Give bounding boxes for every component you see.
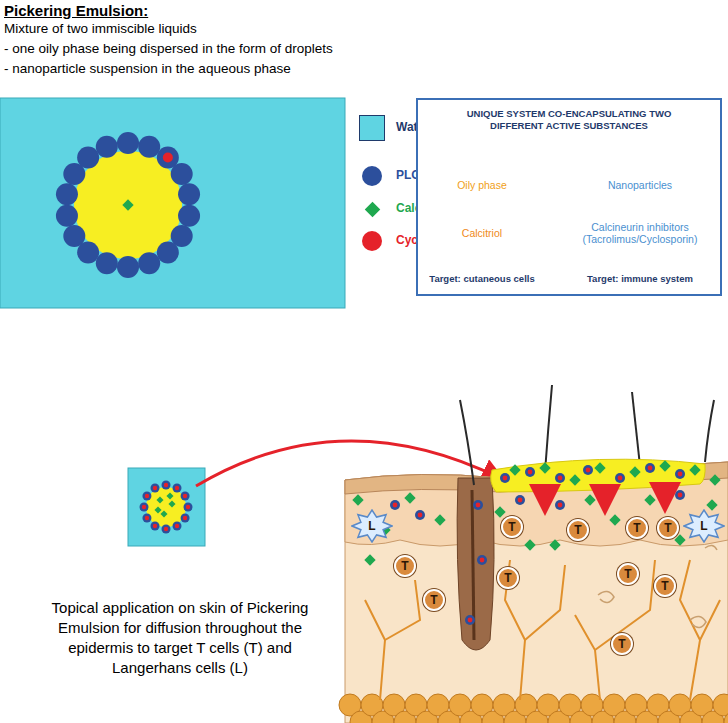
t-cell: T — [497, 567, 519, 589]
cell-letter: T — [430, 594, 437, 606]
flow-item: Oily phase — [455, 178, 509, 192]
description-line: Mixture of two immiscible liquids — [4, 21, 197, 36]
emulsion-layer — [491, 459, 705, 492]
cell-letter: T — [633, 522, 640, 534]
nanoparticle-ring-small — [140, 481, 193, 534]
dermis — [345, 462, 728, 723]
t-cell: T — [654, 575, 676, 597]
oil-droplet-small — [146, 487, 186, 527]
diffusion-arrows — [545, 486, 665, 508]
langerhans-cell: L — [683, 509, 725, 543]
t-cell: T — [567, 519, 589, 541]
cell-letter: T — [661, 580, 668, 592]
cell-letter: T — [618, 638, 625, 650]
legend-swatch — [364, 201, 380, 217]
fat-layer — [339, 694, 728, 723]
nerve-curls — [598, 545, 717, 627]
cell-letter: T — [401, 560, 408, 572]
flow-item: Target: cutaneous cells — [427, 272, 536, 286]
cell-letter: T — [574, 524, 581, 536]
water-panel — [0, 98, 345, 308]
water-panel-small — [128, 468, 205, 546]
caption-text: Topical application on skin of Pickering… — [30, 598, 330, 678]
active-particles — [352, 460, 720, 625]
flow-text: Oily phase — [457, 179, 507, 191]
t-cell: T — [394, 555, 416, 577]
hair-follicle — [457, 478, 494, 650]
flow-item: Target: immune system — [585, 272, 695, 286]
flow-text: Target: immune system — [587, 273, 693, 285]
cell-letter: L — [368, 520, 375, 532]
flow-text: Calcineurin inhibitors (Tacrolimus/Cyclo… — [576, 221, 704, 245]
nanoparticle-ring — [56, 132, 200, 278]
flow-text: Calcitriol — [462, 227, 502, 239]
t-cell: T — [657, 517, 679, 539]
blood-vessels — [365, 560, 720, 700]
flow-item: Nanoparticles — [606, 178, 674, 192]
flow-text: Target: cutaneous cells — [429, 273, 534, 285]
flow-text: Nanoparticles — [608, 179, 672, 191]
cell-letter: T — [664, 522, 671, 534]
t-cell: T — [626, 517, 648, 539]
t-cell: T — [423, 589, 445, 611]
summary-panel: UNIQUE SYSTEM CO-ENCAPSULATING TWO DIFFE… — [416, 98, 722, 296]
description-line: - one oily phase being dispersed in the … — [4, 41, 333, 56]
cell-letter: T — [504, 572, 511, 584]
calcitriol-mark — [122, 199, 133, 210]
cell-letter: L — [700, 520, 707, 532]
cell-letter: T — [624, 568, 631, 580]
legend-swatch — [362, 166, 382, 186]
diagram-title: Pickering Emulsion: — [4, 2, 148, 19]
langerhans-cell: L — [351, 509, 393, 543]
cell-letter: T — [508, 521, 515, 533]
t-cell: T — [611, 633, 633, 655]
t-cell: T — [617, 563, 639, 585]
legend-swatch — [362, 231, 382, 251]
t-cell: T — [501, 516, 523, 538]
flow-item: Calcineurin inhibitors (Tacrolimus/Cyclo… — [574, 220, 706, 246]
legend-swatch — [359, 115, 385, 141]
flow-item: Calcitriol — [460, 226, 504, 240]
description-line: - nanoparticle suspension in the aqueous… — [4, 61, 291, 76]
panel-heading: UNIQUE SYSTEM CO-ENCAPSULATING TWO DIFFE… — [458, 108, 680, 132]
